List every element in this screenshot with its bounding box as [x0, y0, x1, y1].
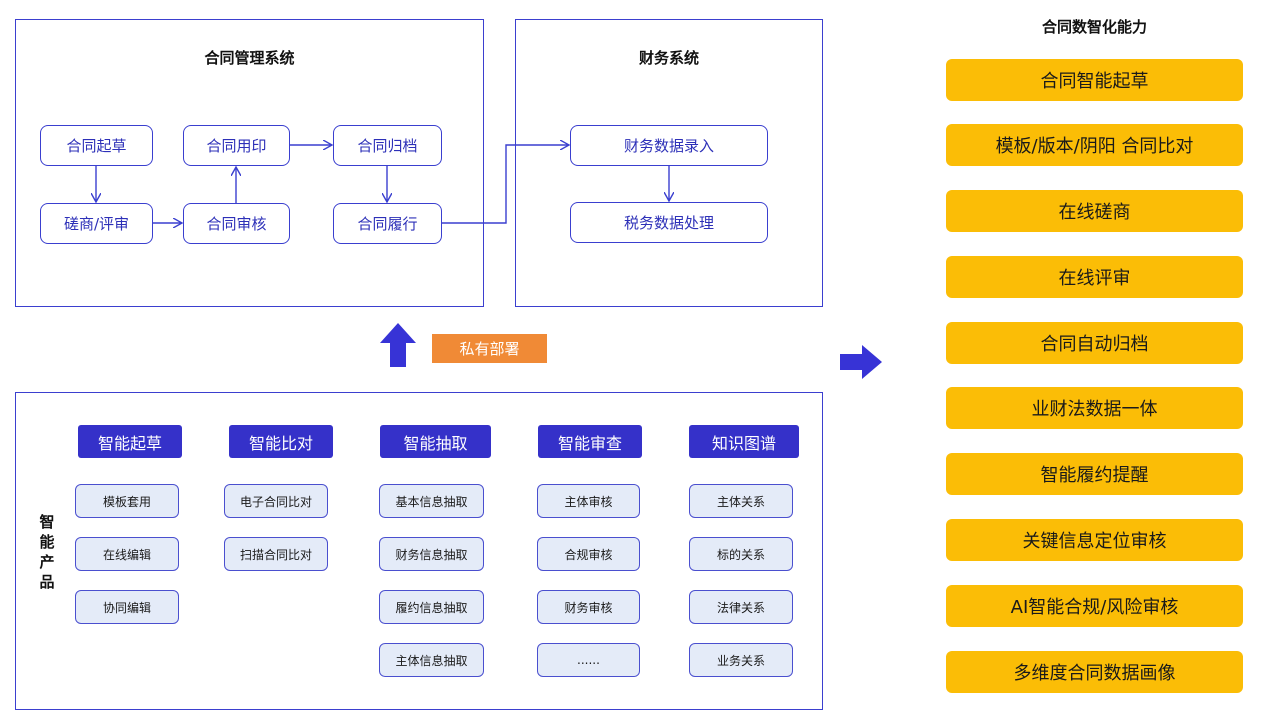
capability-item: 在线磋商 [946, 190, 1243, 232]
chip-item: 模板套用 [75, 484, 179, 518]
products-label-char-1: 智 [39, 513, 55, 531]
capability-item: 多维度合同数据画像 [946, 651, 1243, 693]
chip-item: 财务审核 [537, 590, 640, 624]
capability-item: 关键信息定位审核 [946, 519, 1243, 561]
finance-system-title: 财务系统 [638, 49, 699, 67]
chip-item: 电子合同比对 [224, 484, 328, 518]
column-head-smart-extract: 智能抽取 [380, 425, 491, 458]
chip-item: 财务信息抽取 [379, 537, 484, 571]
contract-system-title: 合同管理系统 [204, 49, 295, 67]
capability-item: 业财法数据一体 [946, 387, 1243, 429]
products-label-char-3: 产 [39, 553, 55, 571]
node-contract-seal: 合同用印 [183, 125, 290, 166]
chip-item: 协同编辑 [75, 590, 179, 624]
chip-item: ...... [537, 643, 640, 677]
capability-item: 合同自动归档 [946, 322, 1243, 364]
chip-item: 在线编辑 [75, 537, 179, 571]
node-finance-entry: 财务数据录入 [570, 125, 768, 166]
products-label-char-4: 品 [39, 573, 55, 591]
products-label-char-2: 能 [39, 533, 55, 551]
node-contract-perform: 合同履行 [333, 203, 442, 244]
capability-item: 合同智能起草 [946, 59, 1243, 101]
column-head-smart-review: 智能审查 [538, 425, 642, 458]
node-contract-draft: 合同起草 [40, 125, 153, 166]
chip-item: 扫描合同比对 [224, 537, 328, 571]
chip-item: 法律关系 [689, 590, 793, 624]
column-head-knowledge-graph: 知识图谱 [689, 425, 799, 458]
column-head-smart-compare: 智能比对 [229, 425, 333, 458]
capability-item: 智能履约提醒 [946, 453, 1243, 495]
chip-item: 主体审核 [537, 484, 640, 518]
chip-item: 合规审核 [537, 537, 640, 571]
private-deploy-tag: 私有部署 [432, 334, 547, 363]
chip-item: 基本信息抽取 [379, 484, 484, 518]
deploy-up-arrow-icon [380, 323, 416, 367]
right-arrow-icon [840, 345, 882, 379]
node-contract-archive: 合同归档 [333, 125, 442, 166]
chip-item: 主体关系 [689, 484, 793, 518]
capability-item: AI智能合规/风险审核 [946, 585, 1243, 627]
capabilities-title: 合同数智化能力 [1041, 18, 1147, 36]
chip-item: 业务关系 [689, 643, 793, 677]
column-head-smart-draft: 智能起草 [78, 425, 182, 458]
capability-item: 在线评审 [946, 256, 1243, 298]
chip-item: 主体信息抽取 [379, 643, 484, 677]
node-contract-audit: 合同审核 [183, 203, 290, 244]
chip-item: 履约信息抽取 [379, 590, 484, 624]
capability-item: 模板/版本/阴阳 合同比对 [946, 124, 1243, 166]
node-negotiate-review: 磋商/评审 [40, 203, 153, 244]
chip-item: 标的关系 [689, 537, 793, 571]
node-tax-processing: 税务数据处理 [570, 202, 768, 243]
